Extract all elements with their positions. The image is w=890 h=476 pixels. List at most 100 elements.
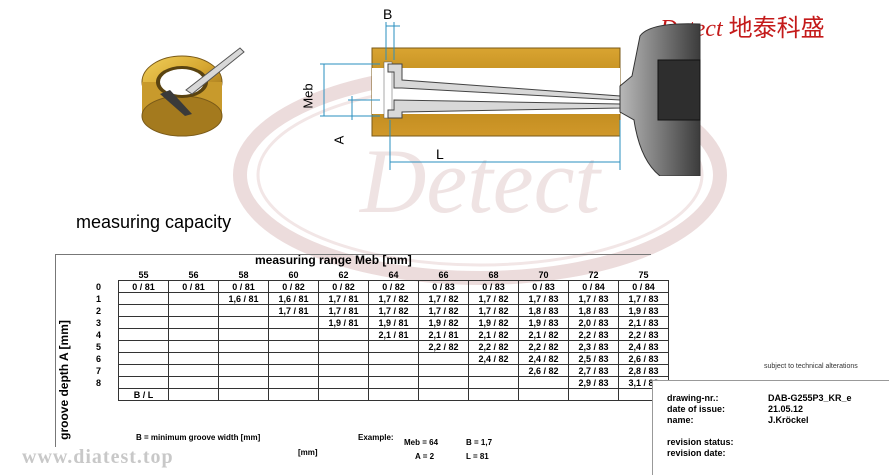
table-cell: [318, 364, 369, 377]
table-cell: [218, 328, 269, 341]
example-a: A = 2: [415, 452, 435, 461]
table-row: B / L: [90, 388, 669, 401]
column-header: 56: [168, 269, 219, 281]
table-cell: [318, 388, 369, 401]
table-cell: [468, 364, 519, 377]
table-cell: [268, 364, 319, 377]
table-cell: 1,7 / 81: [318, 304, 369, 317]
table-cell: [118, 352, 169, 365]
brand-chinese: 地泰科盛: [728, 16, 825, 42]
table-cell: [168, 304, 219, 317]
row-header: 0: [96, 281, 102, 292]
table-frame: [55, 254, 651, 447]
revision-status-label: revision status:: [667, 437, 734, 447]
table-cell: 2,0 / 83: [568, 316, 619, 329]
table-cell: [368, 364, 419, 377]
table-cell: 2,3 / 83: [568, 340, 619, 353]
table-cell: 0 / 84: [618, 280, 669, 293]
range-title: measuring range Meb [mm]: [255, 253, 412, 267]
dim-label-b: B: [383, 6, 393, 22]
row-header: 7: [96, 365, 102, 376]
table-cell: 2,4 / 82: [468, 352, 519, 365]
revision-date-label: revision date:: [667, 448, 726, 458]
footnote-unit: [mm]: [298, 448, 318, 457]
table-cell: [318, 328, 369, 341]
groove-depth-label: groove depth A [mm]: [57, 320, 71, 440]
dim-label-l: L: [436, 146, 444, 162]
table-cell: 1,7 / 81: [318, 292, 369, 305]
table-cell: 1,7 / 82: [368, 292, 419, 305]
table-cell: [118, 376, 169, 389]
column-header: 66: [418, 269, 469, 281]
capacity-title: measuring capacity: [76, 212, 232, 232]
table-cell: 1,7 / 82: [468, 292, 519, 305]
row-header: 5: [96, 341, 102, 352]
table-corner: [90, 269, 119, 281]
table-cell: [118, 304, 169, 317]
table-cell: 1,7 / 82: [468, 304, 519, 317]
table-cell: 2,2 / 83: [618, 328, 669, 341]
table-cell: 1,6 / 81: [268, 292, 319, 305]
table-cell: 2,1 / 81: [368, 328, 419, 341]
ring-illustration: [141, 47, 245, 137]
table-cell: [218, 352, 269, 365]
table-cell: [168, 328, 219, 341]
title-block: drawing-nr.: DAB-G255P3_KR_e date of iss…: [652, 380, 889, 475]
table-cell: [168, 292, 219, 305]
row-header: 3: [96, 317, 102, 328]
table-cell: 2,2 / 82: [518, 340, 569, 353]
table-cell: [118, 340, 169, 353]
table-cell: [118, 292, 169, 305]
table-cell: 0 / 83: [418, 280, 469, 293]
table-cell: 2,1 / 83: [618, 316, 669, 329]
table-cell: 1,7 / 83: [568, 292, 619, 305]
table-cell: [268, 328, 319, 341]
table-cell: [318, 352, 369, 365]
table-cell: 1,9 / 82: [418, 316, 469, 329]
url-watermark: www.diatest.top: [22, 446, 174, 468]
table-cell: [118, 364, 169, 377]
table-cell: 1,7 / 83: [618, 292, 669, 305]
table-cell: 0 / 83: [468, 280, 519, 293]
table-cell: 1,9 / 81: [318, 316, 369, 329]
table-cell: [168, 340, 219, 353]
table-cell: 1,9 / 82: [468, 316, 519, 329]
table-cell: [218, 388, 269, 401]
example-l: L = 81: [466, 452, 489, 461]
table-cell: 2,1 / 82: [468, 328, 519, 341]
drawing-nr-value: DAB-G255P3_KR_e: [768, 393, 852, 403]
dim-label-meb: Meb: [300, 83, 316, 109]
table-cell: [368, 352, 419, 365]
table-cell: 2,8 / 83: [618, 364, 669, 377]
date-label: date of issue:: [667, 404, 726, 414]
table-cell: [418, 352, 469, 365]
table-cell: 0 / 81: [168, 280, 219, 293]
dim-label-a: A: [331, 135, 347, 145]
table-cell: 1,6 / 81: [218, 292, 269, 305]
table-cell: [318, 340, 369, 353]
table-cell: 2,2 / 82: [468, 340, 519, 353]
subject-note: subject to technical alterations: [764, 363, 858, 370]
name-value: J.Kröckel: [768, 415, 809, 425]
example-b: B = 1,7: [466, 438, 493, 447]
table-cell: [568, 388, 619, 401]
column-header: 64: [368, 269, 419, 281]
table-cell: [168, 364, 219, 377]
table-cell: 1,7 / 82: [418, 292, 469, 305]
table-cell: 1,7 / 82: [368, 304, 419, 317]
table-cell: 0 / 81: [218, 280, 269, 293]
table-cell: 0 / 82: [368, 280, 419, 293]
table-cell: [268, 376, 319, 389]
footnote: B = minimum groove width [mm]: [136, 433, 261, 442]
column-header: 60: [268, 269, 319, 281]
row-header: 4: [96, 329, 102, 340]
table-cell: [368, 376, 419, 389]
row-header: 6: [96, 353, 102, 364]
table-cell: 2,1 / 82: [518, 328, 569, 341]
